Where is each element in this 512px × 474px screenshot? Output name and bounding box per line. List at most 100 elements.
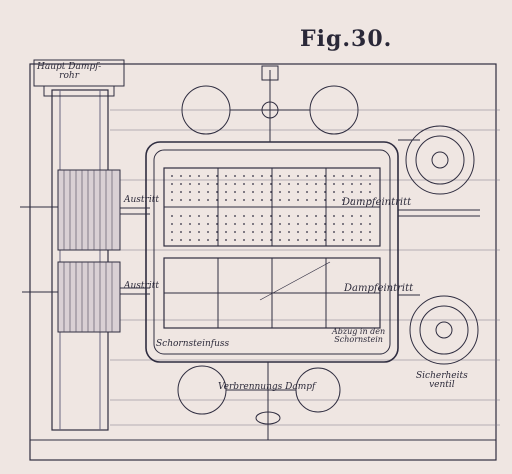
rivet: [216, 231, 218, 233]
label-austritt-bottom: Austritt: [124, 281, 159, 291]
rivet: [333, 199, 335, 201]
flywheel-lower: [409, 295, 479, 365]
base-plate: [29, 63, 497, 461]
rivet: [333, 239, 335, 241]
rivet: [288, 199, 290, 201]
flywheel-upper: [405, 125, 475, 195]
rivet-pattern: [171, 175, 371, 241]
rivet: [360, 239, 362, 241]
rivet: [198, 223, 200, 225]
rivet: [225, 215, 227, 217]
rivet: [369, 175, 371, 177]
rivet: [243, 175, 245, 177]
rivet: [288, 175, 290, 177]
rivet: [369, 191, 371, 193]
rivet: [324, 183, 326, 185]
label-schornsteinfuss: Schornsteinfuss: [156, 339, 230, 349]
rivet: [234, 175, 236, 177]
rivet: [252, 239, 254, 241]
label-sicherheitsventil: Sicherheits ventil: [416, 371, 468, 390]
rivet: [270, 215, 272, 217]
rivet: [189, 223, 191, 225]
rivet: [315, 191, 317, 193]
rivet: [333, 183, 335, 185]
rivet: [252, 199, 254, 201]
rivet: [198, 183, 200, 185]
rivet: [360, 199, 362, 201]
rivet: [342, 175, 344, 177]
rivet: [207, 175, 209, 177]
label-austritt-top: Austritt: [124, 195, 159, 205]
rivet: [288, 231, 290, 233]
rivet: [351, 215, 353, 217]
rivet: [207, 191, 209, 193]
rivet: [324, 239, 326, 241]
rivet: [315, 239, 317, 241]
rivet: [261, 239, 263, 241]
rivet: [333, 191, 335, 193]
label-verbrennungs-dampf: Verbrennungs Dampf: [218, 382, 316, 392]
rivet: [216, 223, 218, 225]
rivet: [171, 175, 173, 177]
rivet: [306, 223, 308, 225]
rivet: [180, 239, 182, 241]
rivet: [270, 183, 272, 185]
label-dampfeintritt-bottom: Dampfeintritt: [344, 283, 414, 294]
rivet: [333, 223, 335, 225]
rivet: [342, 183, 344, 185]
rivet: [180, 223, 182, 225]
rivet: [243, 191, 245, 193]
rivet: [288, 183, 290, 185]
rivet: [180, 231, 182, 233]
rivet: [288, 191, 290, 193]
rivet: [324, 231, 326, 233]
rivet: [306, 191, 308, 193]
rivet: [180, 175, 182, 177]
rivet: [279, 199, 281, 201]
rivet: [369, 215, 371, 217]
rivet: [297, 191, 299, 193]
rivet: [189, 175, 191, 177]
rivet: [351, 175, 353, 177]
rivet: [234, 199, 236, 201]
rivet: [297, 239, 299, 241]
rivet: [333, 231, 335, 233]
rivet: [288, 215, 290, 217]
rivet: [252, 183, 254, 185]
rivet: [252, 175, 254, 177]
label-haupt-dampfrohr: Haupt Dampf- rohr: [37, 62, 102, 81]
rivet: [180, 191, 182, 193]
rivet: [225, 191, 227, 193]
rivet: [360, 215, 362, 217]
rivet: [261, 223, 263, 225]
rivet: [342, 231, 344, 233]
cylinder-upper-left: [57, 169, 121, 251]
rivet: [171, 215, 173, 217]
rivet: [324, 175, 326, 177]
rivet: [306, 175, 308, 177]
rivet: [351, 223, 353, 225]
rivet: [270, 239, 272, 241]
rivet: [171, 183, 173, 185]
rivet: [234, 215, 236, 217]
rivet: [360, 191, 362, 193]
rivet: [270, 199, 272, 201]
rivet: [324, 215, 326, 217]
rivet: [171, 191, 173, 193]
rivet: [225, 199, 227, 201]
rivet: [369, 199, 371, 201]
rivet: [297, 223, 299, 225]
rivet: [342, 199, 344, 201]
rivet: [216, 183, 218, 185]
rivet: [288, 223, 290, 225]
rivet: [189, 183, 191, 185]
rivet: [342, 223, 344, 225]
rivet: [207, 231, 209, 233]
rivet: [351, 183, 353, 185]
rivet: [234, 239, 236, 241]
rivet: [171, 199, 173, 201]
rivet: [243, 231, 245, 233]
rivet: [279, 239, 281, 241]
boiler-frame: [145, 141, 399, 363]
